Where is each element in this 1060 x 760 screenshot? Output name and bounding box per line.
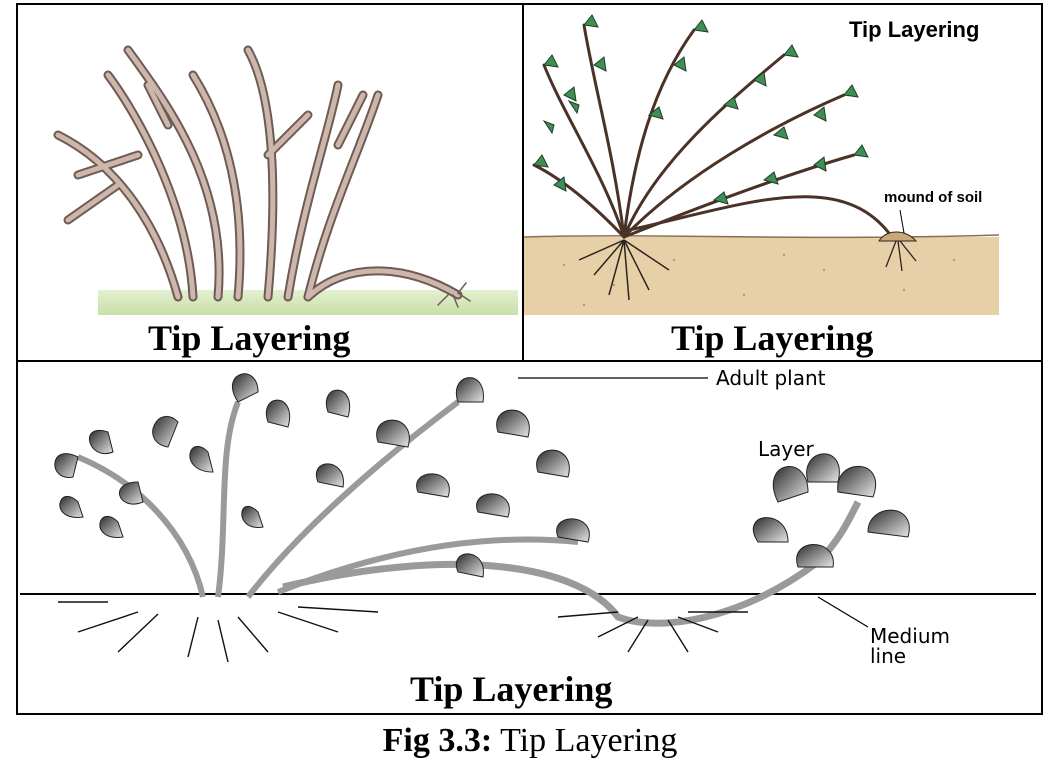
- mound-of-soil-label: mound of soil: [884, 189, 983, 206]
- adult-plant-leaves: [54, 373, 590, 578]
- mound-leader-line: [899, 209, 905, 234]
- panel-bottom: Adult plant Layer Medium line Tip Layeri…: [18, 362, 1041, 713]
- line-label: line: [870, 644, 907, 668]
- panel-top-right: Tip Layering mound of soil Tip Layering: [524, 5, 1041, 360]
- panel-caption: Tip Layering: [410, 669, 613, 709]
- tip-roots-small: [437, 282, 471, 308]
- adult-plant-illustration: [20, 373, 1036, 663]
- soil-horizon: [524, 234, 1000, 239]
- soil-ground: [524, 237, 999, 315]
- figure-title: Tip Layering: [500, 722, 678, 759]
- root-clusters: [58, 601, 748, 663]
- bush-stems: [532, 23, 896, 242]
- medium-label: Medium: [870, 624, 950, 648]
- soil-specks: [562, 253, 956, 307]
- tip-roots: [885, 240, 917, 272]
- figure-number: Fig 3.3:: [382, 722, 493, 759]
- leader-lines: [518, 377, 869, 628]
- figure-frame: [16, 3, 1043, 715]
- panel-caption: Tip Layering: [148, 318, 351, 358]
- panel-divider-horizontal: [16, 360, 1043, 362]
- layer-leaves: [752, 453, 910, 568]
- figure-caption: Fig 3.3: Tip Layering: [0, 722, 1060, 760]
- bare-stems: [53, 45, 471, 308]
- panel-caption: Tip Layering: [671, 318, 874, 358]
- adult-plant-label: Adult plant: [716, 366, 826, 390]
- bush-roots: [578, 239, 670, 301]
- panel-top-left: Tip Layering: [18, 5, 521, 360]
- plant-stems: [76, 399, 862, 627]
- tip-layering-title: Tip Layering: [849, 17, 980, 42]
- soil-mound: [878, 231, 918, 242]
- leafy-bush-illustration: [524, 14, 1000, 315]
- bare-stem-illustration: [53, 45, 518, 315]
- layer-label: Layer: [758, 437, 814, 461]
- bush-leaves: [533, 14, 869, 205]
- panel-divider-vertical: [522, 3, 524, 361]
